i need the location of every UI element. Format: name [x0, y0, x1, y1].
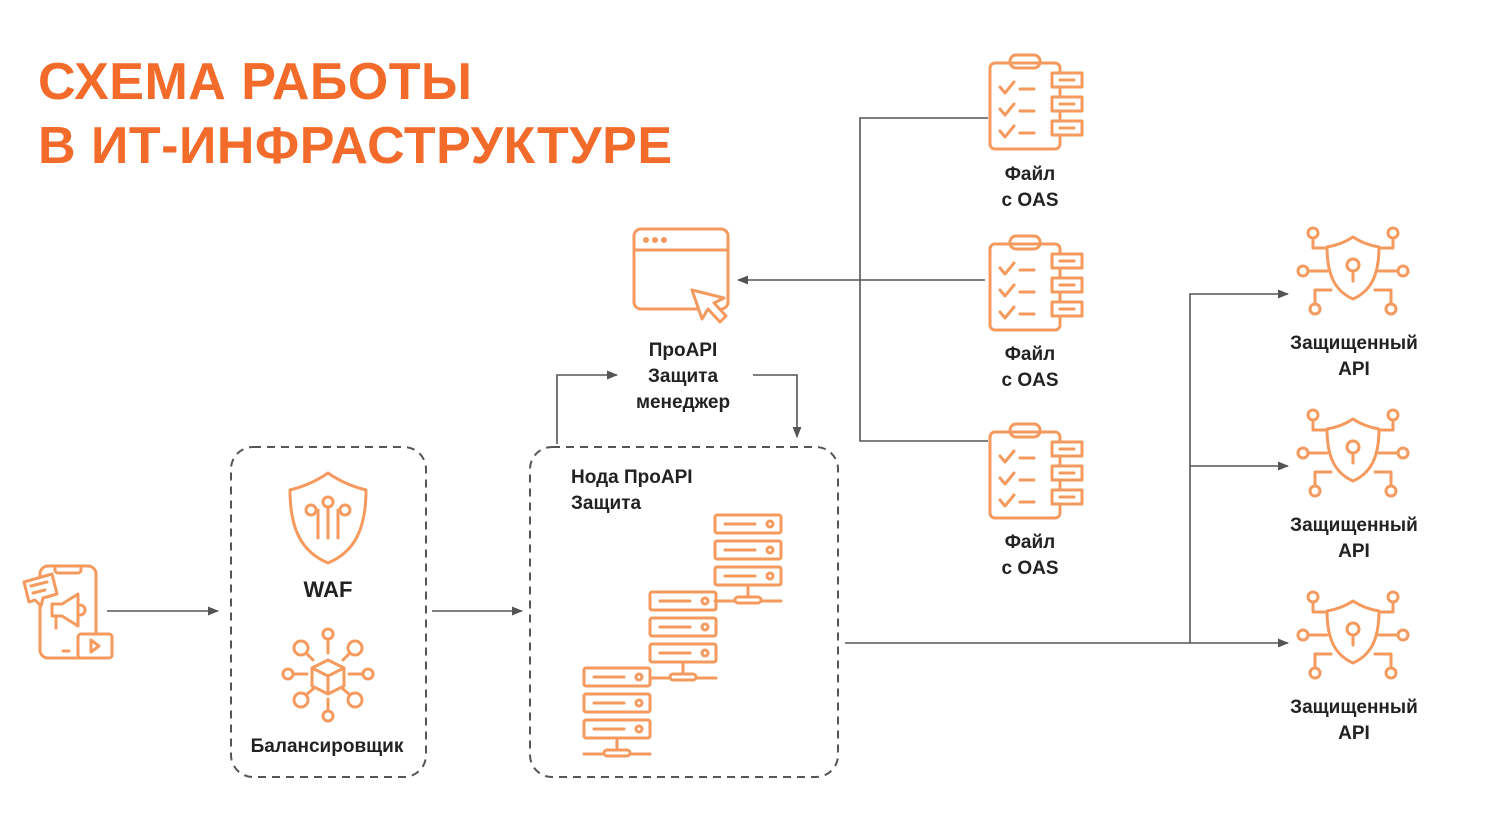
protected-api-icon	[1296, 590, 1410, 680]
oas-file-icon	[988, 422, 1084, 520]
manager-label-line: ПроAPI	[648, 340, 718, 361]
manager-label-line: Защита	[647, 366, 719, 387]
api-label-line: Защищенный	[1290, 515, 1418, 536]
api-label-line: API	[1338, 359, 1370, 380]
oas-file-label: Файл с OAS	[1001, 162, 1058, 214]
manager-label-line: менеджер	[635, 392, 731, 413]
waf-balancer-group	[230, 446, 427, 778]
manager-browser-icon	[632, 227, 730, 324]
waf-label: WAF	[303, 577, 353, 602]
oas-file-label: Файл с OAS	[1001, 342, 1058, 394]
file-label-line: Файл	[1004, 164, 1056, 185]
oas-file-icon	[988, 234, 1084, 332]
balancer-label: Балансировщик	[250, 736, 404, 757]
api-label-line: API	[1338, 541, 1370, 562]
node-group	[529, 446, 839, 778]
node-label: Нода ПроAPI Защита	[571, 465, 693, 517]
api-label-line: Защищенный	[1290, 697, 1418, 718]
balancer-network-icon	[281, 627, 375, 723]
waf-shield-icon	[288, 471, 368, 565]
client-device-icon	[22, 564, 114, 660]
protected-api-label: Защищенный API	[1290, 695, 1418, 747]
protected-api-icon	[1296, 408, 1410, 498]
page-title: СХЕМА РАБОТЫ В ИТ-ИНФРАСТРУКТУРЕ	[38, 50, 673, 178]
oas-file-icon	[988, 53, 1084, 151]
api-label-line: API	[1338, 723, 1370, 744]
node-label-line: Нода ПроAPI	[571, 467, 693, 488]
protected-api-label: Защищенный API	[1290, 331, 1418, 383]
file-label-line: с OAS	[1001, 558, 1059, 579]
manager-label: ПроAPI Защита менеджер	[636, 338, 730, 416]
server-stack-icon	[584, 515, 781, 756]
file-label-line: с OAS	[1001, 190, 1059, 211]
protected-api-icon	[1296, 226, 1410, 316]
oas-file-label: Файл с OAS	[1001, 530, 1058, 582]
file-label-line: Файл	[1004, 532, 1056, 553]
title-line-2: В ИТ-ИНФРАСТРУКТУРЕ	[38, 117, 673, 175]
api-label-line: Защищенный	[1290, 333, 1418, 354]
file-label-line: с OAS	[1001, 370, 1059, 391]
title-line-1: СХЕМА РАБОТЫ	[38, 53, 473, 111]
connectors	[107, 117, 1290, 648]
file-label-line: Файл	[1004, 344, 1056, 365]
protected-api-label: Защищенный API	[1290, 513, 1418, 565]
node-label-line: Защита	[571, 493, 642, 514]
